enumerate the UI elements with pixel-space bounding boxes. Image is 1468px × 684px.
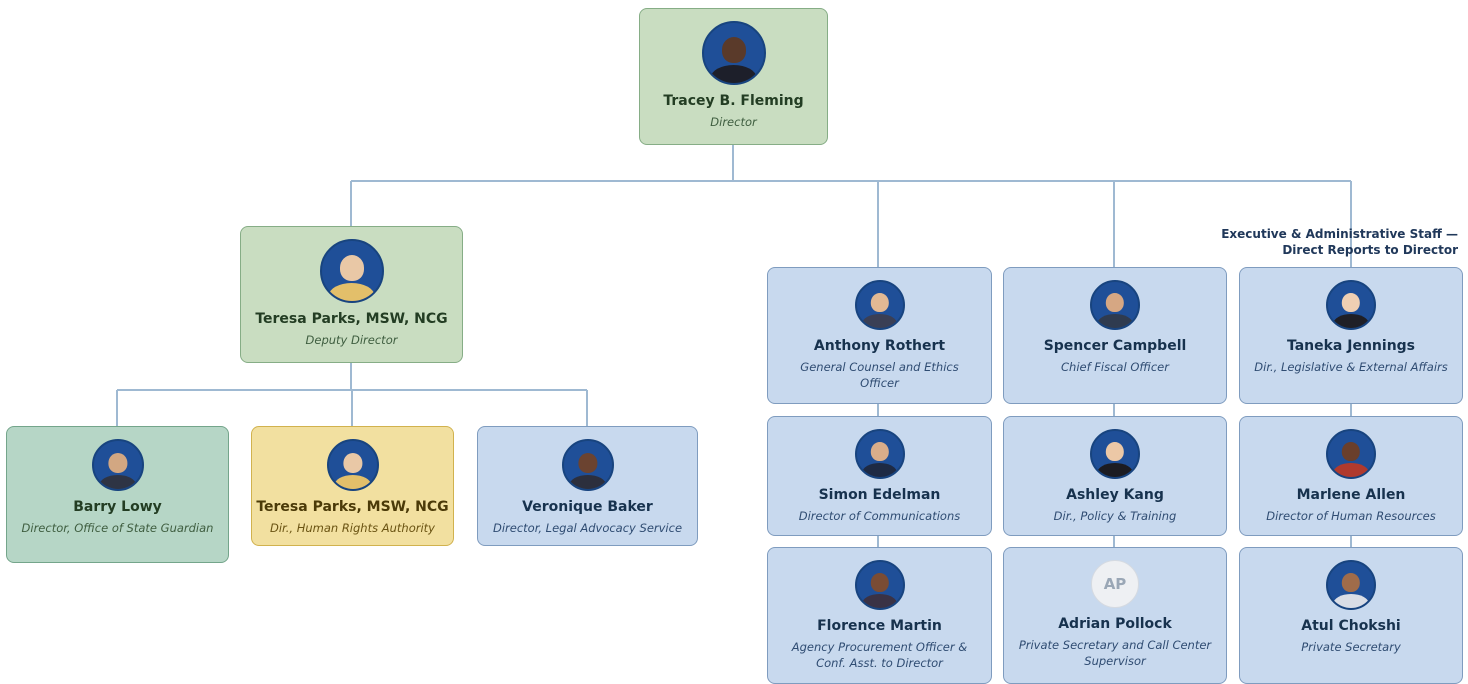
staff-card[interactable]: Florence Martin Agency Procurement Offic…	[767, 547, 992, 684]
deputy-title: Deputy Director	[305, 333, 398, 347]
staff-title: Director of Communications	[798, 509, 961, 523]
staff-photo	[1326, 280, 1376, 330]
report-card-osg[interactable]: Barry Lowy Director, Office of State Gua…	[6, 426, 229, 563]
exec-staff-label: Executive & Administrative Staff — Direc…	[1221, 226, 1458, 258]
staff-name: Spencer Campbell	[1043, 338, 1187, 354]
report-name: Barry Lowy	[73, 499, 162, 515]
staff-title: Dir., Legislative & External Affairs	[1254, 360, 1448, 374]
staff-card[interactable]: AP Adrian Pollock Private Secretary and …	[1003, 547, 1227, 684]
staff-card[interactable]: Simon Edelman Director of Communications	[767, 416, 992, 536]
report-card-hra[interactable]: Teresa Parks, MSW, NCG Dir., Human Right…	[251, 426, 454, 546]
staff-photo	[854, 560, 905, 610]
staff-name: Ashley Kang	[1066, 487, 1164, 503]
report-photo	[561, 439, 614, 491]
staff-name: Anthony Rothert	[813, 338, 946, 354]
staff-photo	[854, 429, 905, 479]
staff-title: Private Secretary and Call Center Superv…	[1018, 638, 1212, 668]
staff-photo	[1090, 280, 1140, 330]
director-card[interactable]: Tracey B. Fleming Director	[639, 8, 828, 145]
staff-name: Atul Chokshi	[1301, 618, 1401, 634]
staff-photo	[854, 280, 905, 330]
director-photo	[701, 21, 766, 85]
report-photo	[91, 439, 144, 491]
staff-card[interactable]: Spencer Campbell Chief Fiscal Officer	[1003, 267, 1227, 404]
staff-photo	[1326, 429, 1376, 479]
staff-photo	[1090, 429, 1140, 479]
director-name: Tracey B. Fleming	[663, 93, 804, 109]
staff-card[interactable]: Ashley Kang Dir., Policy & Training	[1003, 416, 1227, 536]
staff-title: Private Secretary	[1301, 640, 1401, 654]
director-title: Director	[710, 115, 757, 129]
deputy-card[interactable]: Teresa Parks, MSW, NCG Deputy Director	[240, 226, 463, 363]
exec-staff-label-line2: Direct Reports to Director	[1282, 243, 1458, 257]
report-title: Dir., Human Rights Authority	[270, 521, 435, 535]
report-name: Teresa Parks, MSW, NCG	[256, 499, 449, 515]
deputy-name: Teresa Parks, MSW, NCG	[255, 311, 448, 327]
staff-name: Florence Martin	[817, 618, 942, 634]
staff-title: Dir., Policy & Training	[1053, 509, 1177, 523]
exec-staff-label-line1: Executive & Administrative Staff —	[1221, 227, 1458, 241]
report-title: Director, Office of State Guardian	[21, 521, 214, 535]
staff-card[interactable]: Taneka Jennings Dir., Legislative & Exte…	[1239, 267, 1463, 404]
report-title: Director, Legal Advocacy Service	[492, 521, 683, 535]
staff-photo	[1326, 560, 1376, 610]
staff-name: Simon Edelman	[818, 487, 941, 503]
initials-avatar: AP	[1091, 560, 1139, 608]
staff-name: Marlene Allen	[1296, 487, 1406, 503]
report-card-las[interactable]: Veronique Baker Director, Legal Advocacy…	[477, 426, 698, 546]
deputy-photo	[319, 239, 384, 303]
staff-title: Agency Procurement Officer & Conf. Asst.…	[791, 640, 968, 670]
staff-card[interactable]: Anthony Rothert General Counsel and Ethi…	[767, 267, 992, 404]
report-name: Veronique Baker	[522, 499, 653, 515]
staff-card[interactable]: Marlene Allen Director of Human Resource…	[1239, 416, 1463, 536]
report-photo	[326, 439, 379, 491]
staff-name: Adrian Pollock	[1058, 616, 1172, 632]
staff-title: Chief Fiscal Officer	[1061, 360, 1169, 374]
staff-title: General Counsel and Ethics Officer	[800, 360, 959, 390]
staff-name: Taneka Jennings	[1286, 338, 1416, 354]
staff-title: Director of Human Resources	[1266, 509, 1436, 523]
staff-card[interactable]: Atul Chokshi Private Secretary	[1239, 547, 1463, 684]
